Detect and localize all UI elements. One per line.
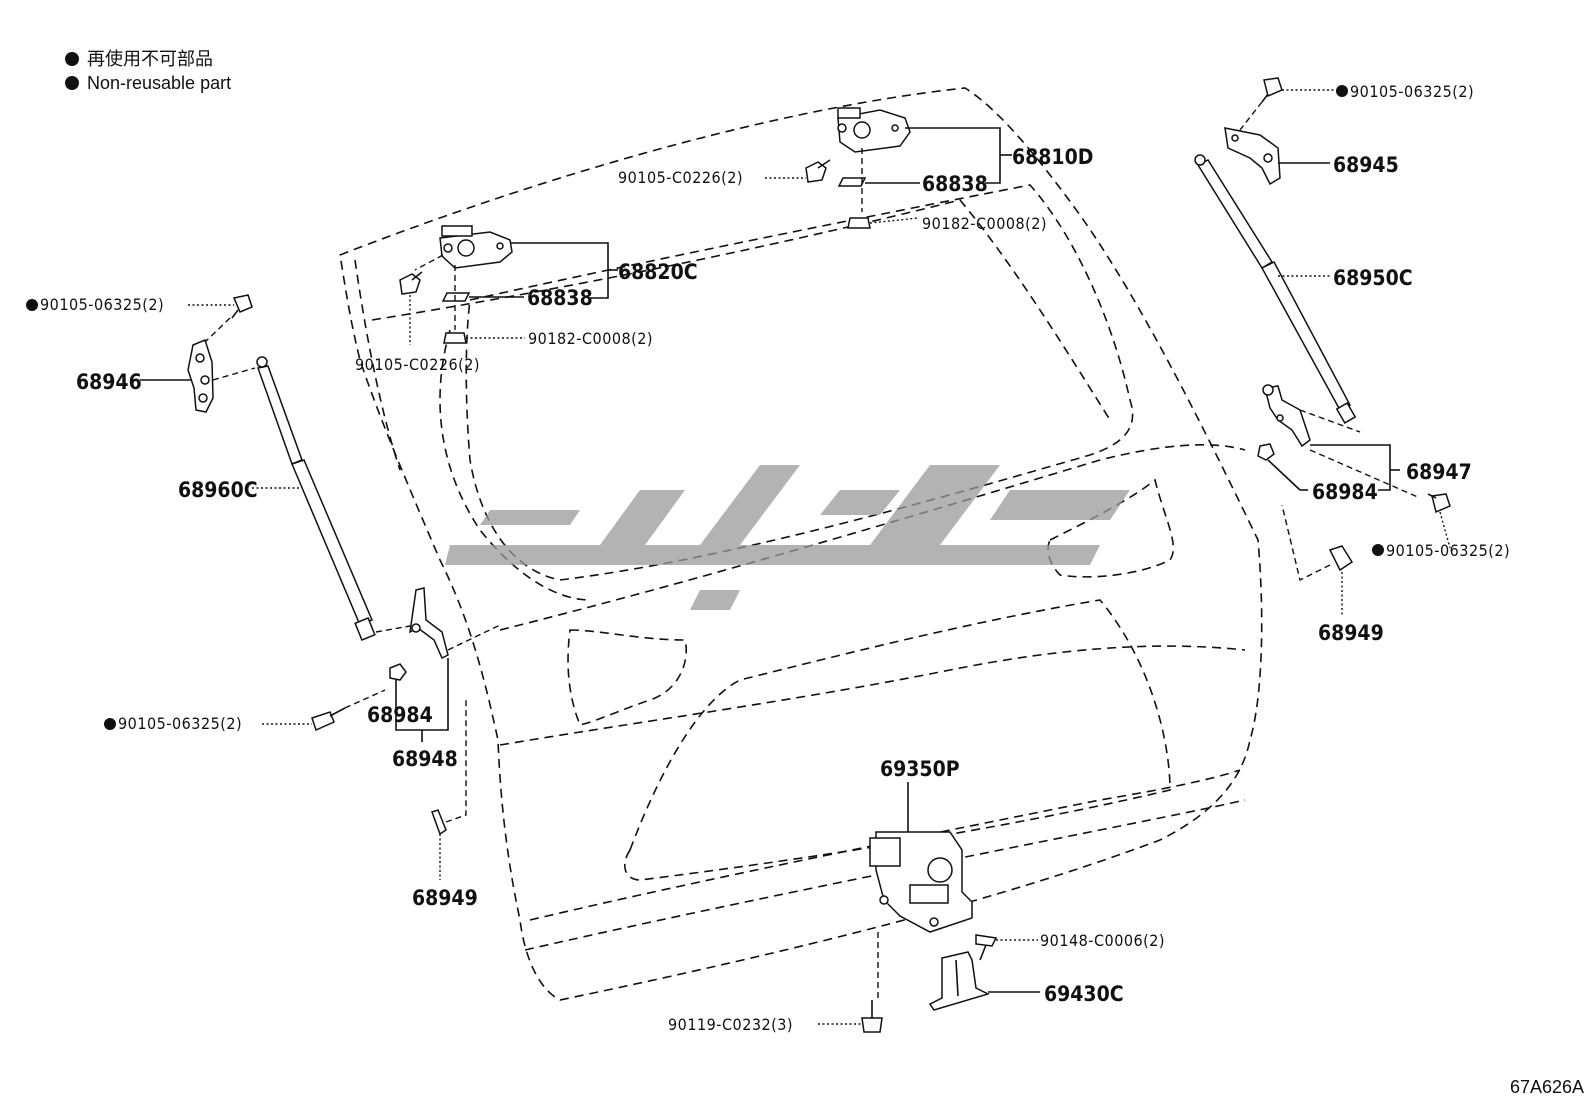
label-68984-right: 68984 (1312, 480, 1378, 504)
label-90105-06325-mr: 90105-06325(2) (1386, 541, 1510, 560)
bolt-90105-06325-tr (1261, 77, 1283, 103)
watermark-logo (445, 465, 1130, 610)
label-68984-left: 68984 (367, 703, 433, 727)
label-68949-right: 68949 (1318, 621, 1384, 645)
clip-68984-left (389, 663, 407, 681)
nut-90182-C0008-left (443, 332, 467, 344)
label-68949-left: 68949 (412, 886, 478, 910)
label-90105-06325-bl: 90105-06325(2) (118, 714, 242, 733)
cushion-68949-left (431, 809, 447, 836)
striker-69430C (928, 951, 991, 1011)
bolt-90105-C0226-left (399, 271, 423, 295)
lock-assembly-69350P (869, 831, 973, 933)
bracket-68948 (409, 587, 449, 660)
bolt-90105-06325-tl (231, 294, 253, 319)
label-90105-C0226-left: 90105-C0226(2) (355, 355, 480, 374)
label-68947: 68947 (1406, 460, 1472, 484)
clip-68984-right (1257, 443, 1275, 461)
non-reusable-bullet-icon (26, 299, 38, 311)
bolt-90105-06325-bl (311, 707, 346, 732)
label-90148-C0006: 90148-C0006(2) (1040, 931, 1165, 950)
hinge-68820C (439, 225, 513, 269)
label-90105-C0226-top: 90105-C0226(2) (618, 168, 743, 187)
label-68945: 68945 (1333, 153, 1399, 177)
non-reusable-bullet-icon (1336, 85, 1348, 97)
label-69350P: 69350P (880, 757, 960, 781)
bracket-68946 (187, 338, 214, 413)
bolt-90105-C0226-top (805, 159, 831, 183)
label-68838-top: 68838 (922, 172, 988, 196)
screw-90148-C0006 (975, 934, 998, 961)
label-90105-06325-tl: 90105-06325(2) (40, 295, 164, 314)
hinge-68810D (837, 107, 911, 153)
back-door-outline (339, 87, 1263, 1001)
image-code: 67A626A (1510, 1077, 1584, 1097)
legend-english: Non-reusable part (87, 73, 231, 93)
label-68820C: 68820C (618, 260, 698, 284)
label-90119-C0232: 90119-C0232(3) (668, 1015, 793, 1034)
cushion-68949-right (1328, 545, 1354, 572)
label-90105-06325-tr: 90105-06325(2) (1350, 82, 1474, 101)
label-90182-C0008-left: 90182-C0008(2) (528, 329, 653, 348)
shim-68838-left (441, 292, 471, 302)
label-68838-left: 68838 (527, 286, 593, 310)
non-reusable-bullet-icon (65, 52, 79, 66)
label-68946: 68946 (76, 370, 142, 394)
bracket-68947 (1262, 384, 1311, 448)
label-68950C: 68950C (1333, 266, 1413, 290)
damper-stay-68960C (256, 356, 376, 641)
bracket-68945 (1224, 127, 1281, 186)
label-68948: 68948 (392, 747, 458, 771)
non-reusable-bullet-icon (65, 76, 79, 90)
legend-japanese: 再使用不可部品 (87, 49, 213, 69)
bolt-90105-06325-mr (1427, 493, 1451, 514)
label-68960C: 68960C (178, 478, 258, 502)
nut-90182-C0008-top (847, 217, 871, 229)
label-69430C: 69430C (1044, 982, 1124, 1006)
shim-68838-top (837, 177, 867, 187)
damper-stay-68950C (1194, 154, 1357, 424)
non-reusable-bullet-icon (1372, 544, 1384, 556)
label-68810D: 68810D (1012, 145, 1093, 169)
bolt-90119-C0232 (861, 1000, 883, 1033)
label-90182-C0008-top: 90182-C0008(2) (922, 214, 1047, 233)
non-reusable-bullet-icon (104, 718, 116, 730)
